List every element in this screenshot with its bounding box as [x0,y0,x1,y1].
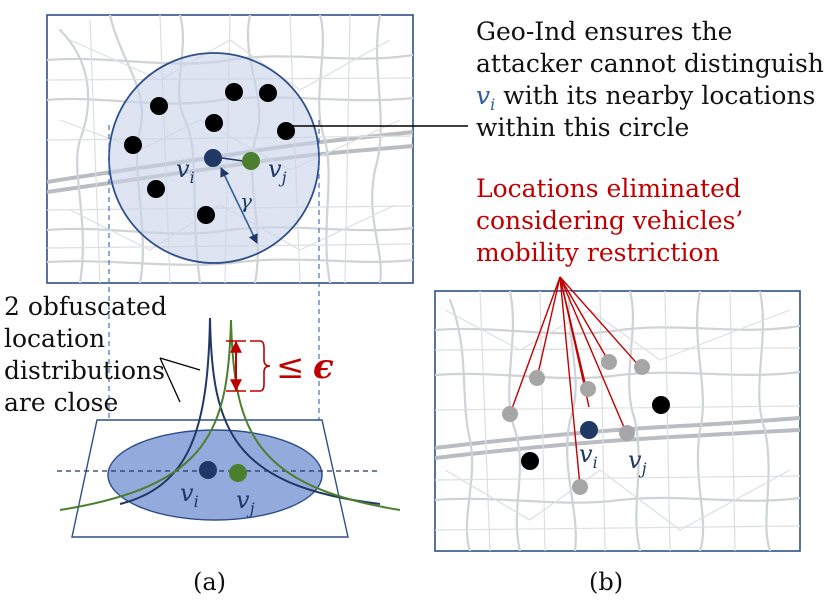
nearby-location-point [205,114,223,132]
nearby-location-point [124,136,142,154]
vi-label-map: vi [176,155,195,187]
eliminated-text-line-2: considering vehicles’ [476,206,743,235]
epsilon-symbol: ϵ [313,347,334,387]
eliminated-location-point [502,406,518,422]
vi-label-b: vi [579,440,598,472]
eliminated-locations-b [502,354,670,495]
geo-ind-text-line-3: vi with its nearby locations [476,81,815,114]
distribution-curve-vi-left [119,317,211,505]
epsilon-bound: ≤ ϵ [226,340,334,392]
eliminated-location-point [619,425,635,441]
vi-label-plane: vi [180,479,199,511]
eliminated-text-line-1: Locations eliminated [476,174,741,203]
eliminated-location-point [572,479,588,495]
vj-point-plane [229,464,247,482]
gamma-radius-arrow [220,167,258,244]
vj-label-b: vj [628,446,647,478]
vi-point-map [204,149,222,167]
vj-label-map: vj [268,155,287,187]
eliminated-location-point [580,381,596,397]
distributions-text-line-4: are close [4,388,118,417]
vi-vj-connector [221,157,244,162]
map-b-streets [435,291,800,551]
nearby-location-point [277,122,295,140]
map-panel-b [434,290,801,552]
remaining-location-point [521,452,539,470]
epsilon-brace [250,340,271,392]
distributions-annotation: 2 obfuscated location distributions are … [4,292,201,417]
distributions-pointer-2 [159,357,181,403]
vi-point-b [580,421,598,439]
distribution-curve-vj-left [59,319,232,511]
nearby-location-point [147,180,165,198]
nearby-locations-a [124,83,295,224]
caption-b: (b) [589,568,623,596]
nearby-location-point [150,97,168,115]
distributions-text-line-1: 2 obfuscated [4,292,167,321]
geo-ind-text-line-1: Geo-Ind ensures the [476,17,732,46]
eliminated-text-line-3: mobility restriction [476,238,720,267]
vj-label-plane: vj [236,486,255,518]
geo-ind-text-line-4: within this circle [476,113,689,142]
distributions-pointer-1 [159,357,201,371]
distributions-text-line-2: location [4,324,105,353]
distribution-plane [57,419,380,538]
eliminated-location-point [601,354,617,370]
nearby-location-point [259,84,277,102]
geo-ind-text-line-2: attacker cannot distinguish [476,49,824,78]
geo-ind-annotation: Geo-Ind ensures the attacker cannot dist… [476,17,824,142]
vi-point-plane [199,461,217,479]
eliminated-location-point [634,359,650,375]
eliminated-location-point [529,370,545,386]
vj-point-map [242,152,260,170]
leq-symbol: ≤ [276,347,305,387]
gamma-label: γ [240,189,252,213]
distributions-text-line-3: distributions [4,356,165,385]
nearby-location-point [197,206,215,224]
map-panel-a [46,14,414,284]
remaining-location-point [652,396,670,414]
caption-a: (a) [193,568,226,596]
distribution-curve-vi-right [209,317,381,505]
nearby-location-point [225,83,243,101]
eliminated-annotation: Locations eliminated considering vehicle… [476,174,743,267]
